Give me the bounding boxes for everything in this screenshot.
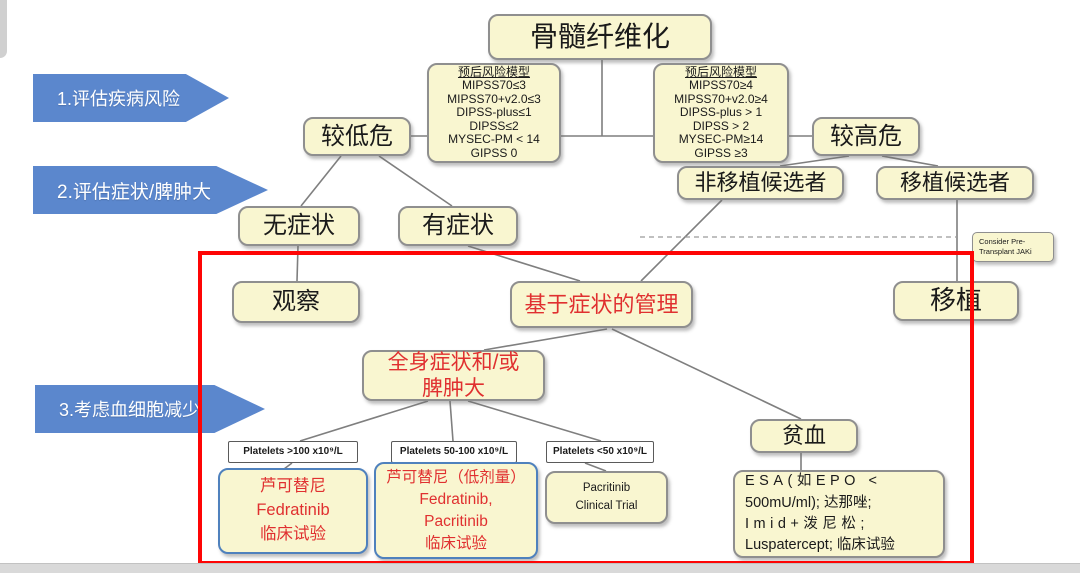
treatment-line: Clinical Trial [575, 499, 638, 512]
prognosis-low-title: 预后风险模型 [457, 64, 530, 79]
node-symptomatic-label: 有症状 [422, 212, 494, 240]
treatment-line: Imid+泼尼松; [745, 516, 869, 532]
node-systemic-symptoms-splenomegaly: 全身症状和/或 脾肿大 [362, 350, 545, 401]
node-non-transplant-candidate-label: 非移植候选者 [694, 170, 827, 196]
treatment-line: 临床试验 [424, 534, 487, 552]
treatment-line: Fedratinib [256, 501, 330, 520]
node-symptom-based-management: 基于症状的管理 [510, 281, 693, 328]
treatment-box-anemia: ESA(如EPO < 500mU/ml); 达那唑; Imid+泼尼松; Lus… [733, 470, 945, 558]
treatment-line: 芦可替尼（低剂量） [386, 468, 526, 486]
treatment-line: 500mU/ml); 达那唑; [745, 494, 872, 511]
prognosis-low-line: MIPSS70≤3 [462, 78, 526, 93]
note-jaki-line: Consider Pre- [979, 236, 1026, 246]
treatment-box-platelets-50-100: 芦可替尼（低剂量） Fedratinib, Pacritinib 临床试验 [374, 462, 538, 559]
prognosis-high-line: MIPSS70≥4 [689, 78, 753, 93]
node-symptom-based-management-label: 基于症状的管理 [524, 291, 679, 317]
prognosis-high-title: 预后风险模型 [684, 64, 757, 79]
node-asymptomatic: 无症状 [238, 206, 360, 246]
label-platelets-50-100-text: Platelets 50-100 x10⁹/L [399, 446, 509, 458]
prognosis-high-line: DIPSS > 2 [692, 118, 750, 133]
node-observation-label: 观察 [272, 288, 320, 316]
prognosis-high-line: MYSEC-PM≥14 [678, 132, 764, 147]
prognosis-low-line: GIPSS 0 [470, 145, 518, 160]
prognosis-high-line: MIPSS70+v2.0≥4 [674, 91, 768, 106]
step-arrow-3: 3.考虑血细胞减少 [35, 385, 265, 433]
node-myelofibrosis: 骨髓纤维化 [488, 14, 712, 60]
node-myelofibrosis-label: 骨髓纤维化 [529, 20, 670, 52]
node-systemic-line: 脾肿大 [422, 376, 485, 400]
treatment-line: ESA(如EPO < [745, 473, 882, 490]
treatment-box-platelets-lt50: Pacritinib Clinical Trial [545, 471, 668, 524]
label-platelets-50-100: Platelets 50-100 x10⁹/L [391, 441, 517, 463]
treatment-line: 芦可替尼 [260, 477, 326, 496]
node-higher-risk-label: 较高危 [830, 122, 902, 150]
node-symptomatic: 有症状 [398, 206, 518, 246]
node-lower-risk-label: 较低危 [321, 122, 393, 150]
node-transplant: 移植 [893, 281, 1019, 321]
window-corner-artifact [0, 0, 7, 58]
label-platelets-gt100-text: Platelets >100 x10⁹/L [243, 446, 343, 458]
node-anemia-label: 贫血 [781, 423, 826, 449]
prognosis-low-line: MIPSS70+v2.0≤3 [447, 91, 541, 106]
prognosis-low-line: DIPSS-plus≤1 [456, 105, 532, 120]
node-asymptomatic-label: 无症状 [263, 212, 335, 240]
treatment-line: 临床试验 [260, 524, 326, 543]
prognosis-low-line: MYSEC-PM < 14 [448, 132, 540, 147]
node-transplant-label: 移植 [929, 285, 982, 316]
step-arrow-2: 2.评估症状/脾肿大 [33, 166, 268, 214]
prognosis-high-line: DIPSS-plus > 1 [679, 105, 763, 120]
prognosis-low-line: DIPSS≤2 [469, 118, 519, 133]
node-transplant-candidate: 移植候选者 [876, 166, 1034, 200]
label-platelets-lt50-text: Platelets <50 x10⁹/L [553, 446, 647, 458]
step-arrow-1-label: 1.评估疾病风险 [57, 89, 181, 109]
node-non-transplant-candidate: 非移植候选者 [677, 166, 844, 200]
note-consider-pretransplant-jaki: Consider Pre- Transplant JAKi [972, 232, 1054, 262]
node-systemic-line: 全身症状和/或 [387, 351, 520, 375]
node-higher-risk: 较高危 [812, 117, 920, 156]
treatment-line: Pacritinib [582, 481, 631, 494]
prognosis-model-high-risk: 预后风险模型 MIPSS70≥4 MIPSS70+v2.0≥4 DIPSS-pl… [653, 63, 789, 163]
step-arrow-1: 1.评估疾病风险 [33, 74, 229, 122]
bottom-gray-bar [0, 563, 1080, 573]
step-arrow-3-label: 3.考虑血细胞减少 [59, 400, 201, 420]
step-arrow-2-label: 2.评估症状/脾肿大 [57, 181, 212, 203]
prognosis-high-line: GIPSS ≥3 [694, 145, 748, 160]
treatment-line: Fedratinib, [419, 490, 493, 508]
label-platelets-gt100: Platelets >100 x10⁹/L [228, 441, 358, 463]
note-jaki-line: Transplant JAKi [979, 247, 1032, 256]
node-transplant-candidate-label: 移植候选者 [899, 170, 1010, 196]
node-lower-risk: 较低危 [303, 117, 411, 156]
treatment-line: Pacritinib [424, 512, 488, 530]
label-platelets-lt50: Platelets <50 x10⁹/L [546, 441, 654, 463]
treatment-line: Luspatercept; 临床试验 [745, 537, 895, 554]
prognosis-model-low-risk: 预后风险模型 MIPSS70≤3 MIPSS70+v2.0≤3 DIPSS-pl… [427, 63, 561, 163]
node-observation: 观察 [232, 281, 360, 323]
treatment-box-platelets-gt100: 芦可替尼 Fedratinib 临床试验 [218, 468, 368, 554]
node-anemia: 贫血 [750, 419, 858, 453]
